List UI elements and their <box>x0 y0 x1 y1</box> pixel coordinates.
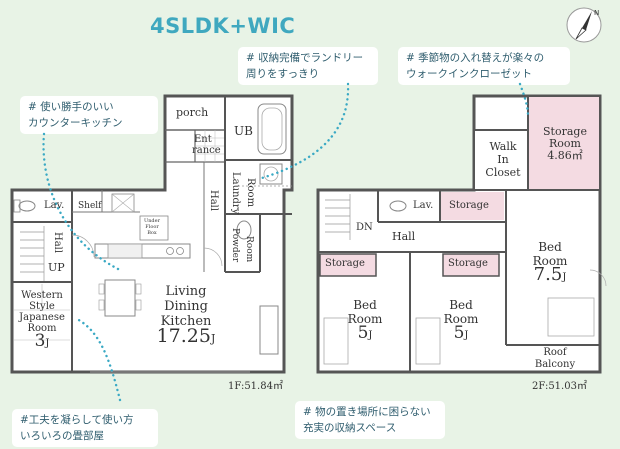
bed-a-line2: Room <box>347 312 383 326</box>
roof-balcony-line2: Balcony <box>534 359 576 370</box>
bed-b-line2: Room <box>443 312 479 326</box>
bed-a-unit: J <box>368 330 373 341</box>
room-hall-left: Hall <box>52 232 63 254</box>
japanese-line1: Western <box>21 290 63 301</box>
room-entrance-line2: rance <box>192 145 221 156</box>
room-powder-line1: Powder <box>230 228 240 263</box>
callout-storage-line1: # 物の置き場所に困らない <box>303 406 431 418</box>
callout-tatami-line1: #工夫を凝らして使い方 <box>20 414 134 426</box>
callout-storage-line2: 充実の収納スペース <box>303 422 397 434</box>
callout-closet-line1: # 季節物の入れ替えが楽々の <box>406 52 545 64</box>
callout-closet: # 季節物の入れ替えが楽々の ウォークインクローゼット <box>398 47 570 85</box>
storage-room-line3: 4.86㎡ <box>547 149 583 162</box>
room-walk-in-closet: Walk In Closet <box>484 140 522 179</box>
japanese-size: 3 <box>34 331 46 351</box>
ldk-line2: Dining <box>164 299 208 314</box>
room-hall-2f: Hall <box>392 230 416 243</box>
leader-kitchen <box>42 132 122 272</box>
plan-title: 4SLDK+WIC <box>150 14 296 38</box>
bed-b-line1: Bed <box>449 298 473 312</box>
underfloor-line2: Floor <box>145 224 159 230</box>
room-storage-room: Storage Room 4.86㎡ <box>536 126 594 162</box>
storage-room-fill <box>527 95 601 191</box>
callout-closet-line2: ウォークインクローゼット <box>406 68 532 80</box>
ldk-line1: Living <box>165 284 207 299</box>
ldk-size: 17.25 <box>156 325 211 347</box>
floor1-outline <box>10 94 294 374</box>
compass-north-label: N <box>594 9 599 17</box>
japanese-unit: J <box>45 338 50 349</box>
callout-laundry: # 収納完備でランドリー 周りをすっきり <box>238 47 378 85</box>
room-laundry-line2: Room <box>245 178 256 208</box>
room-bed-large: Bed Room 7.5J <box>522 240 578 285</box>
floor1-plan <box>10 94 294 374</box>
callout-kitchen: # 使い勝手のいい カウンターキッチン <box>20 96 158 134</box>
room-storage-b: Storage <box>325 258 365 269</box>
room-lav-2f: Lav. <box>413 200 434 211</box>
compass-icon: N <box>565 6 603 44</box>
room-powder-line2: Room <box>244 236 254 263</box>
callout-kitchen-line1: # 使い勝手のいい <box>28 101 114 113</box>
room-storage-c: Storage <box>448 258 488 269</box>
ldk-unit: J <box>210 332 216 345</box>
callout-storage: # 物の置き場所に困らない 充実の収納スペース <box>295 401 445 439</box>
room-underfloor-box: Under Floor Box <box>144 218 160 236</box>
callout-laundry-line2: 周りをすっきり <box>246 68 320 80</box>
bed-a-line1: Bed <box>353 298 377 312</box>
japanese-line4: Room <box>27 323 57 334</box>
bed-large-size: 7.5 <box>533 264 563 285</box>
room-laundry-line1: Laundry <box>230 172 241 215</box>
bed-a-size: 5 <box>357 323 369 343</box>
ldk-line3: Kitchen <box>160 314 212 329</box>
stairs-down-label: DN <box>356 222 373 233</box>
underfloor-line3: Box <box>147 230 157 236</box>
bed-b-unit: J <box>464 330 469 341</box>
leader-tatami <box>73 316 122 402</box>
callout-tatami-line2: いろいろの畳部屋 <box>20 430 104 442</box>
floor1-area: 1F:51.84㎡ <box>228 381 283 392</box>
roof-balcony-line1: Roof <box>543 347 567 358</box>
room-storage-a: Storage <box>449 200 489 211</box>
leader-closet <box>518 82 530 118</box>
bed-large-line1: Bed <box>538 240 562 254</box>
callout-leaders <box>42 82 530 402</box>
stairs-up-label: UP <box>48 261 65 274</box>
wic-line3: Closet <box>485 166 521 179</box>
bed-b-size: 5 <box>453 323 465 343</box>
japanese-line2: Style <box>29 301 55 312</box>
japanese-line3: Japanese <box>19 312 65 323</box>
room-shelf: Shelf <box>78 201 102 211</box>
room-entrance-line1: Ent <box>194 134 212 145</box>
bed-large-unit: J <box>562 272 567 283</box>
floor2-area: 2F:51.03㎡ <box>532 381 587 392</box>
room-bed-a: Bed Room 5J <box>338 298 392 343</box>
storage-room-line2: Room <box>549 137 581 150</box>
underfloor-line1: Under <box>144 218 160 224</box>
leader-laundry <box>260 82 350 180</box>
floor2-plan <box>316 94 607 374</box>
room-ldk: Living Dining Kitchen 17.25J <box>138 284 234 346</box>
room-porch: porch <box>176 106 209 119</box>
wic-line1: Walk <box>489 140 517 153</box>
room-lav-1f: Lav. <box>44 200 65 211</box>
wic-line2: In <box>497 153 509 166</box>
room-hall-vertical: Hall <box>208 190 219 212</box>
storage-room-line1: Storage <box>543 125 587 138</box>
room-japanese: Western Style Japanese Room 3J <box>14 290 70 351</box>
room-bed-b: Bed Room 5J <box>434 298 488 343</box>
callout-kitchen-line2: カウンターキッチン <box>28 117 123 129</box>
room-roof-balcony: Roof Balcony <box>520 347 590 371</box>
bed-large-line2: Room <box>532 254 568 268</box>
callout-tatami: #工夫を凝らして使い方 いろいろの畳部屋 <box>12 409 158 447</box>
callout-laundry-line1: # 収納完備でランドリー <box>246 52 364 64</box>
room-ub: UB <box>234 124 253 138</box>
